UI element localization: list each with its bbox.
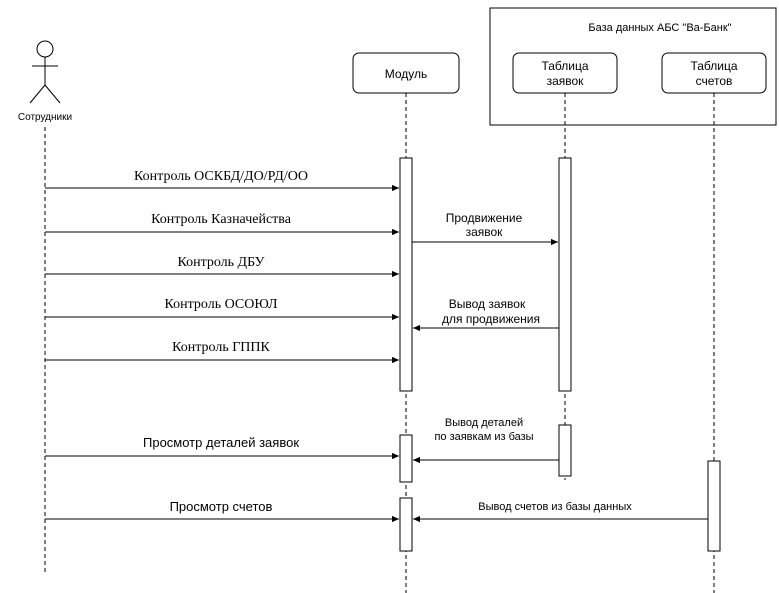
message-view-accounts: Просмотр счетов <box>45 499 399 523</box>
participant-requests-table: Таблица заявок <box>512 52 618 94</box>
message-promote-requests-line2: заявок <box>466 225 504 239</box>
message-control-dbu: Контроль ДБУ <box>45 255 399 278</box>
stick-figure-actor-icon <box>29 40 61 104</box>
database-title: База данных АБС "Ва-Банк" <box>588 22 731 34</box>
message-control-treasury-label: Контроль Казначейства <box>151 212 292 227</box>
message-control-dbu-label: Контроль ДБУ <box>177 255 264 270</box>
activation-requests-1 <box>558 157 572 392</box>
message-view-details: Просмотр деталей заявок <box>45 435 399 460</box>
actor-label: Сотрудники <box>18 112 72 123</box>
message-view-accounts-label: Просмотр счетов <box>170 499 273 514</box>
activation-accounts-1 <box>707 460 721 552</box>
message-output-accounts: Вывод счетов из базы данных <box>413 501 708 523</box>
activation-module-1 <box>399 157 413 392</box>
accounts-table-label-line1: Таблица <box>690 59 737 73</box>
participant-module: Модуль <box>352 52 460 94</box>
message-output-details: Вывод деталей по заявкам из базы <box>413 417 559 464</box>
message-control-gppk: Контроль ГППК <box>45 340 399 364</box>
message-control-osk: Контроль ОСКБД/ДО/РД/ОО <box>45 169 399 192</box>
message-output-details-line1: Вывод деталей <box>445 417 523 429</box>
activation-module-3 <box>399 497 413 552</box>
activation-requests-2 <box>558 424 572 477</box>
participant-accounts-table: Таблица счетов <box>661 52 767 94</box>
message-output-details-line2: по заявкам из базы <box>434 431 533 443</box>
message-output-accounts-label: Вывод счетов из базы данных <box>478 501 632 513</box>
message-control-osk-label: Контроль ОСКБД/ДО/РД/ОО <box>134 169 308 184</box>
message-control-treasury: Контроль Казначейства <box>45 212 399 236</box>
module-label: Модуль <box>385 67 428 81</box>
requests-table-label-line2: заявок <box>547 74 585 88</box>
message-promote-requests: Продвижение заявок <box>412 211 558 246</box>
accounts-table-label-line2: счетов <box>696 74 733 88</box>
activation-module-2 <box>399 434 413 483</box>
message-control-osoyul: Контроль ОСОЮЛ <box>45 297 399 321</box>
actor-employees: Сотрудники <box>18 40 72 123</box>
message-control-gppk-label: Контроль ГППК <box>172 340 270 355</box>
message-output-requests: Вывод заявок для продвижения <box>413 297 559 332</box>
message-output-requests-line2: для продвижения <box>442 312 540 326</box>
message-promote-requests-line1: Продвижение <box>446 211 523 225</box>
message-view-details-label: Просмотр деталей заявок <box>143 435 299 450</box>
message-control-osoyul-label: Контроль ОСОЮЛ <box>164 297 278 312</box>
requests-table-label-line1: Таблица <box>541 59 588 73</box>
message-output-requests-line1: Вывод заявок <box>449 297 526 311</box>
